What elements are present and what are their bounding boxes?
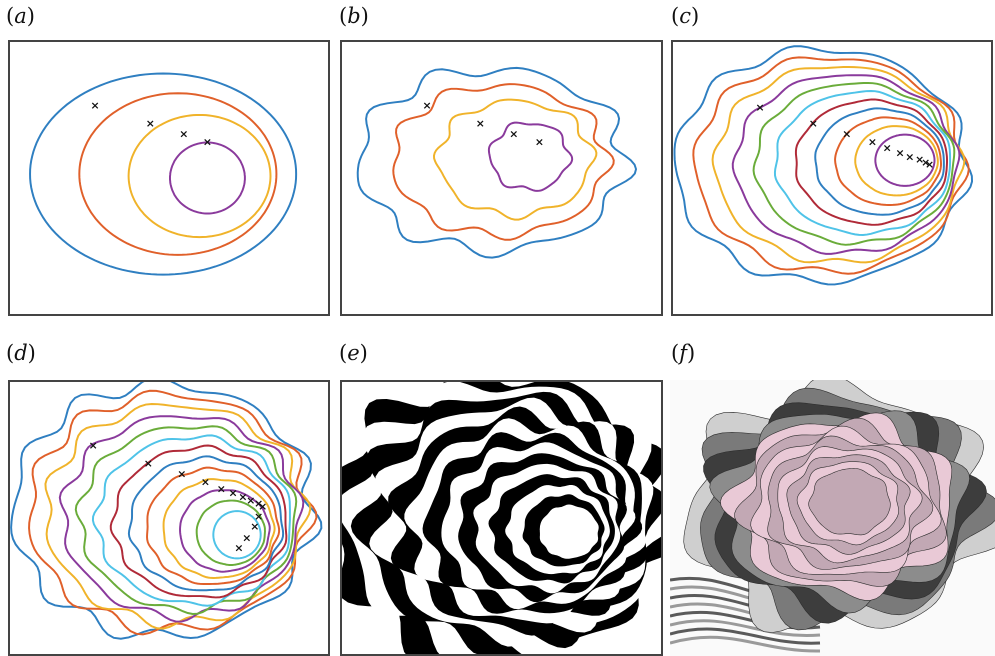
source-marker: ×	[246, 494, 255, 507]
panel-label-b: (b)	[339, 4, 369, 28]
contour-line	[794, 98, 948, 226]
source-marker: ×	[895, 146, 904, 159]
contour-line	[127, 113, 272, 239]
source-marker: ×	[809, 117, 818, 130]
panel-label-f: (f)	[671, 341, 696, 365]
source-marker: ×	[254, 510, 263, 523]
contour-line	[109, 444, 288, 599]
source-marker: ×	[234, 542, 243, 555]
contour-line	[91, 434, 291, 607]
contour-line	[195, 499, 266, 566]
contour-line	[169, 141, 246, 215]
source-marker: ×	[179, 128, 188, 141]
panel-label-d: (d)	[6, 341, 36, 365]
source-marker: ×	[201, 475, 210, 488]
contour-line	[433, 98, 598, 221]
panel-b-contour-plot: × × × ×	[340, 40, 663, 316]
contour-line	[212, 510, 262, 560]
contour-line	[58, 415, 305, 623]
source-marker: ×	[238, 490, 247, 503]
panel-f-marbling-photo	[670, 380, 995, 656]
marbling-streak	[670, 619, 821, 638]
contour-line	[127, 455, 285, 592]
contour-line	[10, 382, 323, 640]
contour-line	[854, 125, 939, 197]
source-marker: ×	[535, 135, 544, 148]
contour-line	[773, 89, 952, 236]
marbling-streak	[670, 627, 821, 645]
panel-label-e: (e)	[339, 341, 368, 365]
source-marker: ×	[203, 135, 212, 148]
source-marker: ×	[177, 468, 186, 481]
contour-line	[78, 92, 278, 256]
source-marker: ×	[146, 117, 155, 130]
contour-line	[162, 478, 276, 580]
contour-line	[487, 121, 574, 192]
contour-line	[74, 425, 298, 615]
contour-line	[752, 82, 956, 246]
contour-line	[356, 66, 638, 259]
panel-label-a: (a)	[6, 4, 35, 28]
source-marker: ×	[91, 99, 100, 112]
source-marker: ×	[423, 99, 432, 112]
contour-line	[731, 74, 961, 255]
source-marker: ×	[242, 532, 251, 545]
contour-line	[692, 56, 970, 275]
source-marker: ×	[229, 486, 238, 499]
panel-c-contour-plot: ××××××××××	[671, 40, 993, 316]
source-marker: ×	[925, 158, 934, 171]
contour-line	[179, 489, 271, 573]
source-marker: ×	[883, 141, 892, 154]
marbling-streak	[670, 635, 821, 653]
source-marker: ×	[756, 101, 765, 114]
marbling-ring	[808, 468, 891, 536]
panel-e-marbling-pattern	[340, 380, 663, 656]
contour-line	[814, 107, 945, 216]
source-marker: ×	[476, 117, 485, 130]
source-marker: ×	[842, 128, 851, 141]
panel-a-contour-plot: × × × ×	[8, 40, 330, 316]
contour-line	[874, 133, 936, 187]
source-marker: ×	[915, 153, 924, 166]
contour-line	[146, 466, 281, 586]
source-marker: ×	[144, 457, 153, 470]
contour-line	[392, 83, 615, 241]
source-marker: ×	[250, 520, 259, 533]
source-marker: ×	[509, 128, 518, 141]
panel-label-c: (c)	[671, 4, 700, 28]
contour-line	[711, 66, 966, 264]
marbling-band	[539, 504, 599, 559]
source-marker: ×	[868, 135, 877, 148]
panel-d-contour-plot: ××××××××××××××	[8, 380, 330, 656]
source-marker: ×	[905, 150, 914, 163]
source-marker: ×	[254, 497, 263, 510]
contour-line	[834, 116, 942, 206]
source-marker: ×	[89, 439, 98, 452]
source-marker: ×	[921, 156, 930, 169]
source-marker: ×	[258, 500, 267, 513]
source-marker: ×	[217, 482, 226, 495]
contour-line	[29, 72, 298, 276]
contour-line	[673, 45, 974, 286]
